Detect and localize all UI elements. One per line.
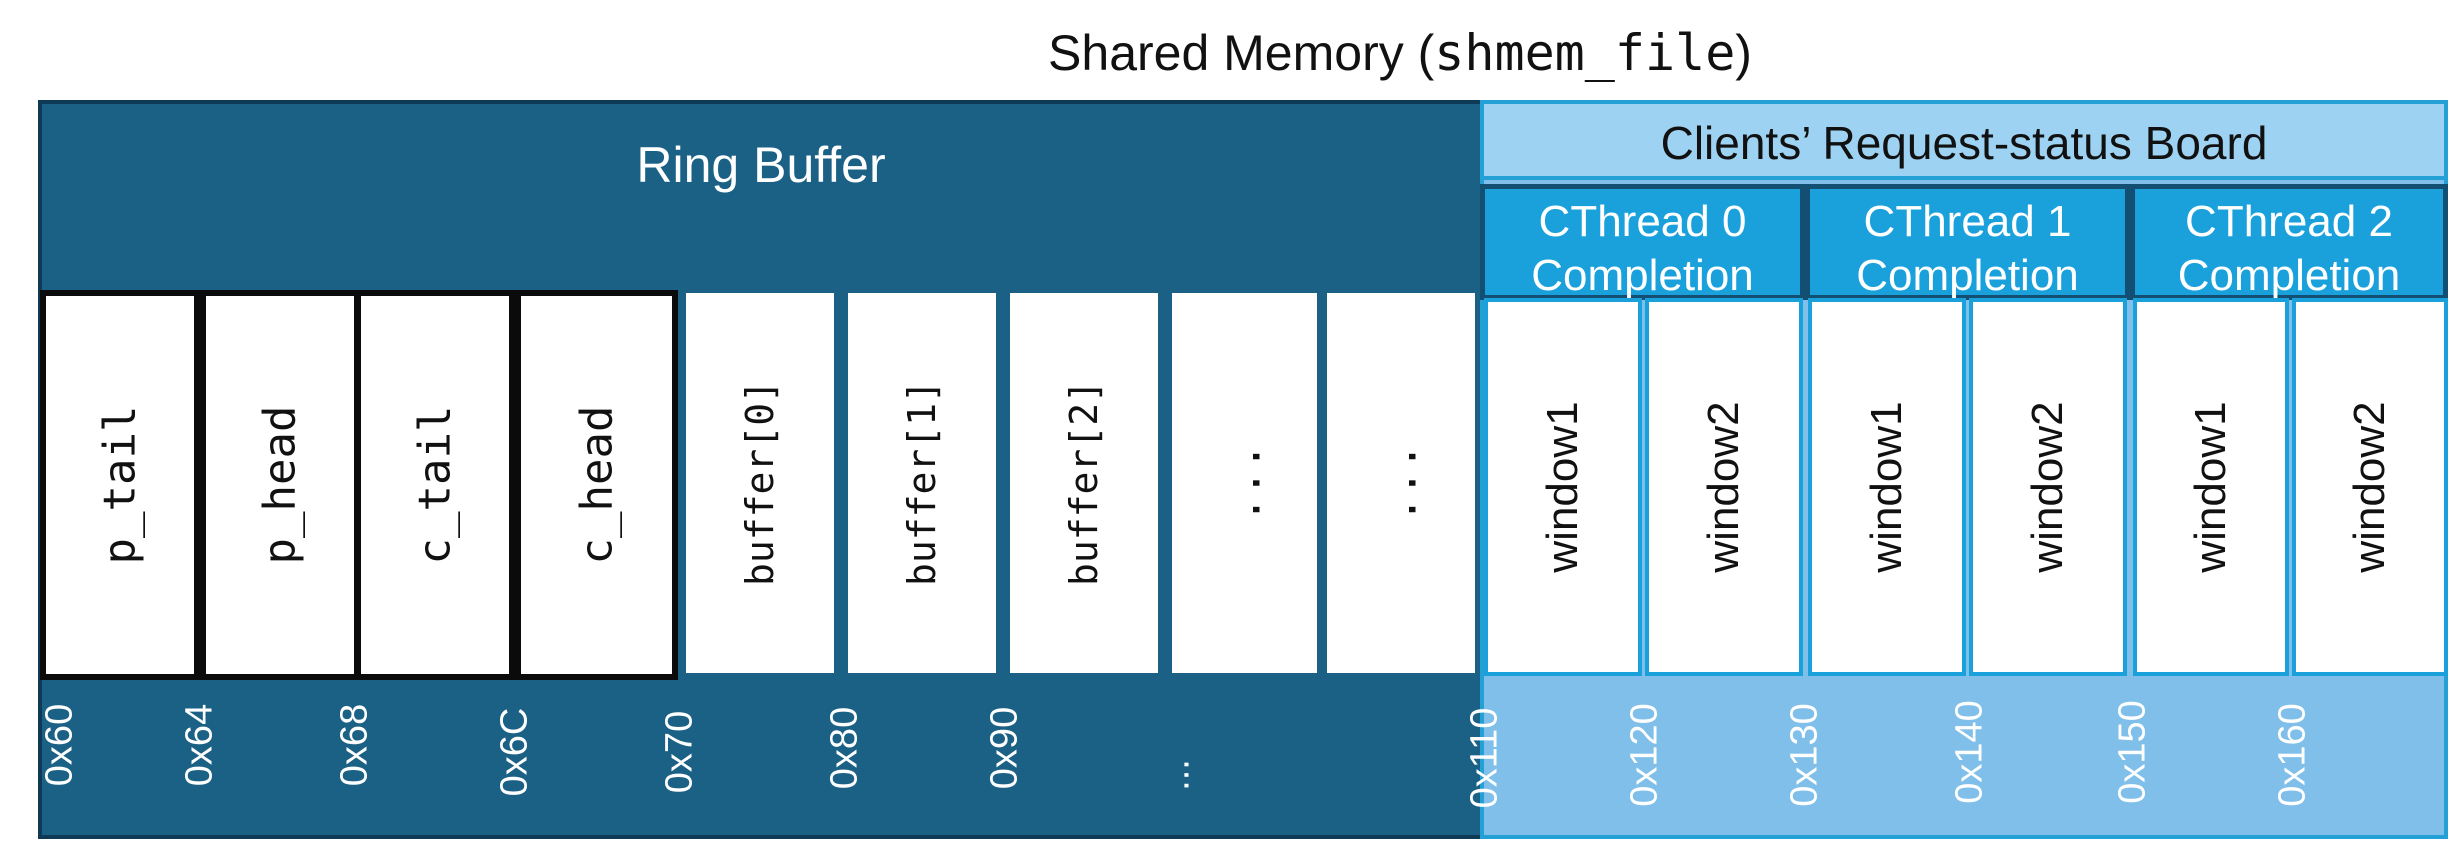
ring-cell-buffer-2: buffer[2] [1010, 293, 1158, 673]
address-label: 0x60 [38, 703, 81, 787]
ring-cell-label: c_tail [409, 405, 461, 565]
window-cell: window1 [1484, 298, 1642, 676]
ring-cell-p-tail: p_tail [40, 290, 200, 680]
address-label: 0x140 [1948, 700, 1991, 804]
cthread-label: CThread 0 Completion [1485, 189, 1800, 303]
address-ellipsis: ... [1155, 759, 1198, 791]
ring-cell-label: ... [1219, 443, 1270, 523]
ring-buffer-title: Ring Buffer [636, 137, 886, 193]
window-label: window1 [1538, 401, 1587, 573]
ring-cell-buffer-1: buffer[1] [848, 293, 996, 673]
window-label: window2 [2345, 401, 2394, 573]
cthread-status: Completion [1531, 251, 1754, 300]
client-board-header [1484, 104, 2444, 180]
ring-cell-ellipsis: ... [1172, 293, 1317, 673]
cthread-status: Completion [2177, 251, 2401, 300]
address-label: 0x68 [333, 703, 376, 787]
address-label: 0x160 [2271, 703, 2314, 807]
title-code: shmem_file [1434, 24, 1736, 82]
ring-cell-label: buffer[0] [738, 380, 782, 586]
address-label: 0x80 [823, 706, 866, 790]
ring-cell-label: buffer[1] [900, 380, 944, 586]
window-cell: window1 [2133, 298, 2289, 676]
address-label: 0x110 [1463, 707, 1506, 809]
cthread-label: CThread 2 Completion [2135, 189, 2443, 303]
address-label: 0x150 [2111, 700, 2154, 804]
window-label: window1 [2186, 401, 2235, 573]
ring-cell-label: buffer[2] [1062, 380, 1106, 586]
ring-cell-c-head: c_head [515, 290, 678, 680]
cthread-2-header: CThread 2 Completion [2130, 184, 2448, 300]
cthread-name: CThread 2 [2185, 197, 2393, 246]
window-cell: window2 [2292, 298, 2448, 676]
diagram-title: Shared Memory (shmem_file) [1020, 18, 1780, 88]
address-label: 0x70 [658, 710, 701, 794]
address-label: 0x6C [493, 707, 536, 797]
cthread-status: Completion [1856, 251, 2079, 300]
ring-cell-c-tail: c_tail [355, 290, 515, 680]
window-label: window2 [2023, 401, 2072, 573]
ring-cell-ellipsis: ... [1327, 293, 1475, 673]
client-board-title: Clients’ Request-status Board [1660, 117, 2268, 169]
address-label: 0x120 [1623, 703, 1666, 807]
ring-cell-p-head: p_head [200, 290, 360, 680]
address-label: 0x90 [983, 706, 1026, 790]
window-cell: window2 [1969, 298, 2127, 676]
cthread-name: CThread 1 [1863, 197, 2072, 246]
address-label: 0x130 [1783, 703, 1826, 807]
cthread-label: CThread 1 Completion [1810, 189, 2125, 303]
ring-cell-label: p_head [254, 405, 306, 565]
title-prefix: Shared Memory ( [1048, 25, 1435, 81]
ring-cell-label: ... [1375, 443, 1427, 523]
address-label: 0x64 [178, 703, 221, 787]
cthread-0-header: CThread 0 Completion [1480, 184, 1805, 300]
window-cell: window2 [1645, 298, 1803, 676]
cthread-1-header: CThread 1 Completion [1805, 184, 2130, 300]
cthread-name: CThread 0 [1538, 197, 1747, 246]
title-suffix: ) [1735, 25, 1752, 81]
ring-cell-label: c_head [571, 405, 622, 565]
window-label: window2 [1699, 401, 1748, 573]
ring-cell-buffer-0: buffer[0] [686, 293, 834, 673]
window-cell: window1 [1808, 298, 1966, 676]
window-label: window1 [1862, 401, 1911, 573]
ring-cell-label: p_tail [94, 405, 146, 565]
